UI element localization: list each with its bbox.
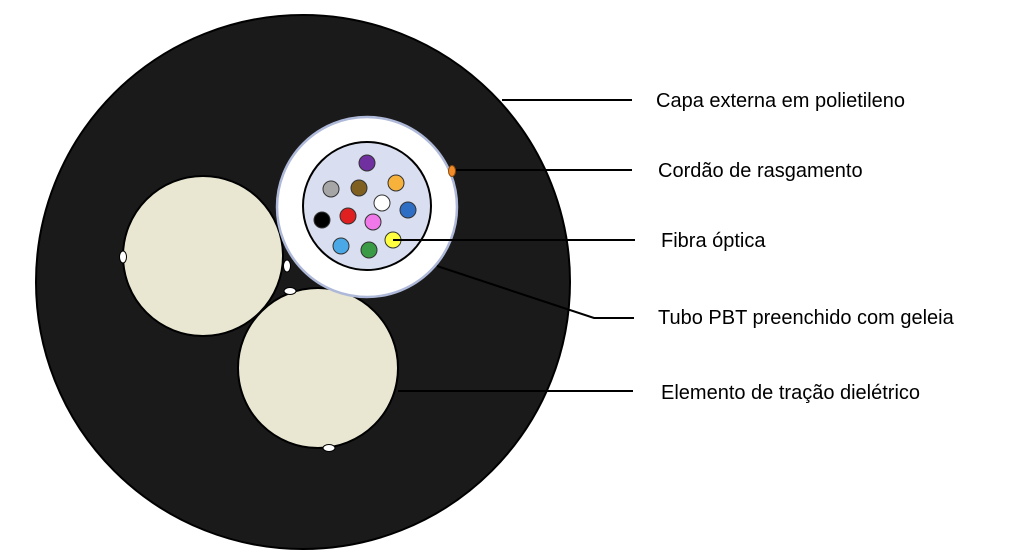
gap-mark <box>283 287 297 295</box>
strength-member-bottom <box>237 287 399 449</box>
fiber-brown <box>350 179 368 197</box>
outer-jacket <box>35 14 571 550</box>
gap-mark <box>119 250 127 264</box>
fiber-pink <box>364 213 382 231</box>
fiber-green <box>360 241 378 259</box>
label-ripcord: Cordão de rasgamento <box>658 160 863 182</box>
label-tube: Tubo PBT preenchido com geleia <box>658 307 954 329</box>
optical-fibers <box>313 154 417 259</box>
fiber-white <box>373 194 391 212</box>
label-strength: Elemento de tração dielétrico <box>661 382 921 404</box>
strength-member-left <box>122 175 284 337</box>
fiber-gray <box>322 180 340 198</box>
label-fiber: Fibra óptica <box>661 230 766 252</box>
fiber-light-blue <box>332 237 350 255</box>
fiber-red <box>339 207 357 225</box>
leader-line-tube <box>436 265 634 319</box>
gap-mark <box>322 444 336 452</box>
fiber-black <box>313 211 331 229</box>
fiber-purple <box>358 154 376 172</box>
label-jacket: Capa externa em polietileno <box>656 90 906 112</box>
fiber-blue <box>399 201 417 219</box>
gap-mark <box>283 259 291 273</box>
ripcord <box>448 165 456 177</box>
fiber-orange <box>387 174 405 192</box>
